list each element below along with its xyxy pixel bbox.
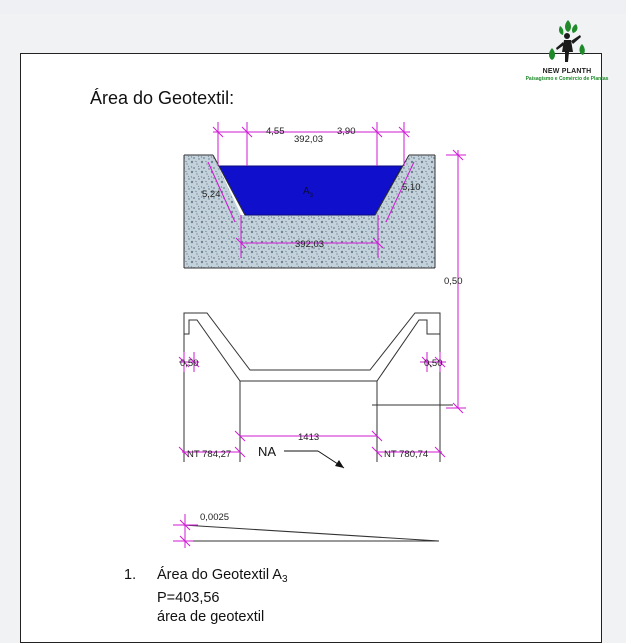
dim-span: 1413 [298, 432, 319, 443]
list-item-number: 1. [124, 567, 137, 583]
list-item-perimeter: P=403,56 [157, 590, 220, 606]
viewer-top-bar [0, 0, 626, 14]
dim-left-wall: 0,50 [180, 358, 199, 369]
list-item: Área do Geotextil A3 P=403,56 área de ge… [157, 566, 288, 627]
section-view [183, 154, 436, 269]
dim-left-slope: 5,24 [202, 189, 221, 200]
channel-dimensions [178, 352, 446, 458]
slope-value: 0,0025 [200, 512, 229, 523]
slope-indicator: 0,0025 [173, 512, 440, 548]
dim-top-width: 392,03 [294, 134, 323, 145]
list-item-title: Área do Geotextil A3 [157, 567, 288, 585]
section-dimensions [207, 122, 466, 414]
technical-drawing: 4,55 392,03 3,90 5,24 5,10 A3 392,03 0,5… [173, 122, 466, 548]
water-level-label: NA [258, 444, 276, 459]
logo-name: NEW PLANTH [542, 68, 592, 75]
list-item-note: área de geotextil [157, 609, 265, 625]
channel-view [183, 312, 453, 462]
company-logo: NEW PLANTH Paisagismo e Comércio de Plan… [514, 18, 620, 88]
water-level-leader [284, 450, 345, 469]
plant-figure-icon [549, 20, 585, 62]
dim-right-wall: 0,50 [424, 358, 443, 369]
dim-right-offset: 3,90 [337, 126, 356, 137]
level-left: NT 784,27 [187, 449, 231, 460]
dim-bottom-width: 392,03 [295, 239, 324, 250]
geotextile-area [218, 165, 403, 216]
level-right: NT 780,74 [384, 449, 428, 460]
area-label: A3 [303, 186, 314, 199]
logo-tagline: Paisagismo e Comércio de Plantas [525, 76, 609, 82]
dim-left-offset: 4,55 [266, 126, 285, 137]
dim-depth: 0,50 [444, 276, 463, 287]
dim-right-slope: 5,10 [402, 182, 421, 193]
document-page [20, 53, 602, 643]
soil-fill [184, 155, 435, 268]
document-title: Área do Geotextil: [90, 88, 235, 108]
